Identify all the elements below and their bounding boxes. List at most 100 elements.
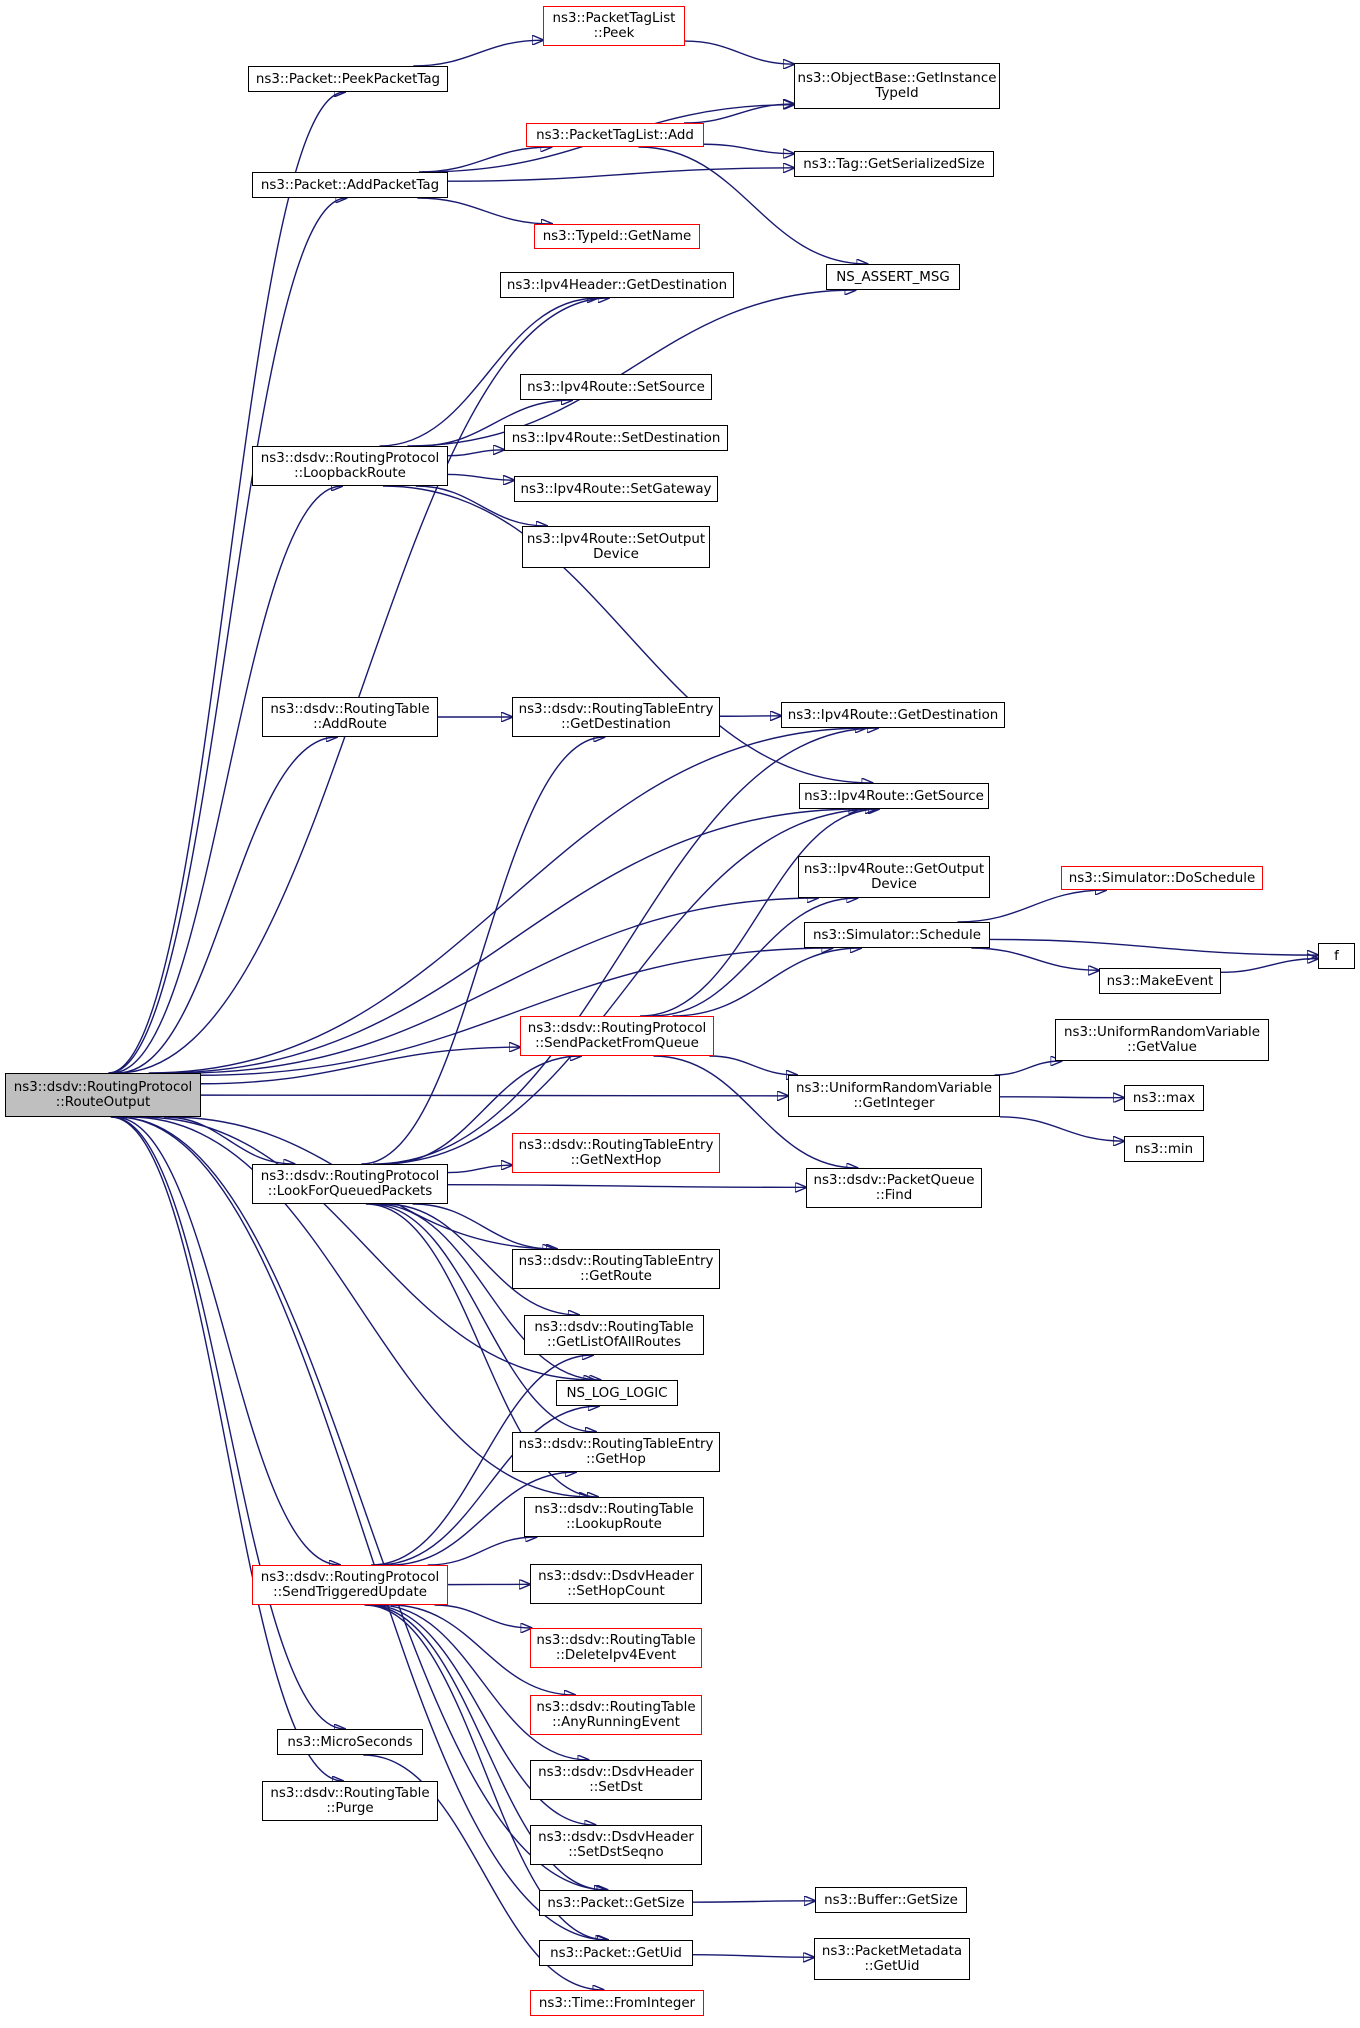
node-buf-get-size[interactable]: ns3::Buffer::GetSize <box>815 1887 967 1913</box>
node-label: ::Purge <box>326 1801 373 1816</box>
node-label: ::SendPacketFromQueue <box>535 1036 699 1051</box>
node-ns-assert-msg[interactable]: NS_ASSERT_MSG <box>826 264 960 290</box>
node-label: ns3::dsdv::RoutingTableEntry <box>519 1254 714 1269</box>
node-hdr-set-dst-seqno[interactable]: ns3::dsdv::DsdvHeader::SetDstSeqno <box>530 1825 702 1865</box>
node-label: ns3::Ipv4Route::GetSource <box>804 789 984 804</box>
node-route-get-src[interactable]: ns3::Ipv4Route::GetSource <box>799 783 989 809</box>
node-min[interactable]: ns3::min <box>1124 1136 1204 1162</box>
node-label: ns3::Ipv4Route::SetDestination <box>512 431 721 446</box>
node-tag-get-ser-size[interactable]: ns3::Tag::GetSerializedSize <box>794 151 994 177</box>
call-edge-sim-schedule-to-make-event <box>971 948 1099 970</box>
node-sim-do-schedule[interactable]: ns3::Simulator::DoSchedule <box>1061 866 1263 890</box>
node-label: ns3::Ipv4Route::GetOutput <box>804 862 984 877</box>
call-edge-root-to-urv-get-integer <box>201 1095 788 1096</box>
node-label: ns3::Simulator::Schedule <box>813 928 981 943</box>
node-rt-purge[interactable]: ns3::dsdv::RoutingTable::Purge <box>262 1781 438 1821</box>
node-ptl-peek[interactable]: ns3::PacketTagList::Peek <box>543 6 685 46</box>
node-label: ns3::TypeId::GetName <box>543 229 692 244</box>
call-edge-urv-get-integer-to-max <box>1000 1097 1124 1098</box>
node-rt-delete-ipv4-event[interactable]: ns3::dsdv::RoutingTable::DeleteIpv4Event <box>530 1628 702 1668</box>
node-send-pkt-from-queue[interactable]: ns3::dsdv::RoutingProtocol::SendPacketFr… <box>520 1016 714 1056</box>
node-label: ns3::Simulator::DoSchedule <box>1069 871 1255 886</box>
node-route-get-dst[interactable]: ns3::Ipv4Route::GetDestination <box>781 702 1005 728</box>
node-pkt-get-uid[interactable]: ns3::Packet::GetUid <box>539 1940 693 1966</box>
node-label: ns3::dsdv::RoutingTableEntry <box>519 1437 714 1452</box>
call-edge-send-triggered-to-rt-delete-ipv4-event <box>434 1605 531 1628</box>
node-hdr-set-hop-count[interactable]: ns3::dsdv::DsdvHeader::SetHopCount <box>530 1564 702 1604</box>
node-rte-get-hop[interactable]: ns3::dsdv::RoutingTableEntry::GetHop <box>512 1432 720 1472</box>
node-label: ::Peek <box>594 26 635 41</box>
call-edge-sim-schedule-to-f <box>990 939 1318 955</box>
node-f[interactable]: f <box>1318 943 1355 969</box>
node-label: ns3::Time::FromInteger <box>539 1996 695 2011</box>
node-hdr-set-dst[interactable]: ns3::dsdv::DsdvHeader::SetDst <box>530 1760 702 1800</box>
node-ptl-add[interactable]: ns3::PacketTagList::Add <box>526 123 704 147</box>
node-label: Device <box>593 547 639 562</box>
node-time-from-integer[interactable]: ns3::Time::FromInteger <box>530 1990 704 2016</box>
node-look-for-queued[interactable]: ns3::dsdv::RoutingProtocol::LookForQueue… <box>252 1164 448 1204</box>
node-rt-add-route[interactable]: ns3::dsdv::RoutingTable::AddRoute <box>262 697 438 737</box>
node-label: ns3::Tag::GetSerializedSize <box>803 157 984 172</box>
node-sim-schedule[interactable]: ns3::Simulator::Schedule <box>804 922 990 948</box>
call-edge-root-to-add-packet-tag <box>109 198 347 1073</box>
node-send-triggered[interactable]: ns3::dsdv::RoutingProtocol::SendTriggere… <box>252 1565 448 1605</box>
node-label: ns3::PacketTagList <box>553 11 676 26</box>
node-label: ns3::MicroSeconds <box>287 1735 412 1750</box>
call-edge-urv-get-integer-to-urv-get-value <box>995 1061 1062 1075</box>
node-label: ns3::dsdv::DsdvHeader <box>538 1765 694 1780</box>
node-label: ns3::dsdv::RoutingTable <box>536 1633 695 1648</box>
node-loopback-route[interactable]: ns3::dsdv::RoutingProtocol::LoopbackRout… <box>252 446 448 486</box>
node-rt-get-list-all[interactable]: ns3::dsdv::RoutingTable::GetListOfAllRou… <box>524 1315 704 1355</box>
node-label: ns3::UniformRandomVariable <box>796 1081 992 1096</box>
call-edge-add-packet-tag-to-tag-get-ser-size <box>448 168 794 181</box>
node-label: ns3::min <box>1135 1142 1193 1157</box>
node-label: f <box>1334 949 1339 964</box>
node-rt-lookup-route[interactable]: ns3::dsdv::RoutingTable::LookupRoute <box>524 1497 704 1537</box>
node-pkt-get-size[interactable]: ns3::Packet::GetSize <box>539 1890 693 1916</box>
node-urv-get-value[interactable]: ns3::UniformRandomVariable::GetValue <box>1055 1019 1269 1061</box>
node-route-set-source[interactable]: ns3::Ipv4Route::SetSource <box>520 374 712 400</box>
node-label: ns3::dsdv::RoutingTable <box>270 1786 429 1801</box>
node-add-packet-tag[interactable]: ns3::Packet::AddPacketTag <box>252 172 448 198</box>
call-edge-root-to-loopback-route <box>112 486 343 1073</box>
call-edge-root-to-rt-purge <box>111 1117 343 1781</box>
node-rt-any-running[interactable]: ns3::dsdv::RoutingTable::AnyRunningEvent <box>530 1695 702 1735</box>
node-make-event[interactable]: ns3::MakeEvent <box>1099 968 1221 994</box>
focus-node: ns3::dsdv::RoutingProtocol::RouteOutput <box>5 1073 201 1117</box>
node-label: ::GetInteger <box>853 1096 934 1111</box>
node-label: ::GetNextHop <box>571 1153 662 1168</box>
node-label: ::Find <box>876 1188 912 1203</box>
node-label: ns3::dsdv::RoutingProtocol <box>261 1570 440 1585</box>
node-label: ns3::dsdv::RoutingTable <box>534 1502 693 1517</box>
node-label: ::GetHop <box>586 1452 646 1467</box>
node-rte-get-route[interactable]: ns3::dsdv::RoutingTableEntry::GetRoute <box>512 1249 720 1289</box>
node-route-set-gw[interactable]: ns3::Ipv4Route::SetGateway <box>514 476 718 502</box>
call-edge-pkt-get-uid-to-pm-get-uid <box>693 1955 814 1958</box>
node-type-id-get-name[interactable]: ns3::TypeId::GetName <box>534 224 700 249</box>
node-pm-get-uid[interactable]: ns3::PacketMetadata::GetUid <box>814 1938 970 1980</box>
node-pq-find[interactable]: ns3::dsdv::PacketQueue::Find <box>806 1168 982 1208</box>
node-rte-get-dst[interactable]: ns3::dsdv::RoutingTableEntry::GetDestina… <box>512 697 720 737</box>
node-max[interactable]: ns3::max <box>1124 1085 1204 1111</box>
node-ns-log-logic[interactable]: NS_LOG_LOGIC <box>556 1380 678 1406</box>
node-urv-get-integer[interactable]: ns3::UniformRandomVariable::GetInteger <box>788 1075 1000 1117</box>
node-peek-packet-tag[interactable]: ns3::Packet::PeekPacketTag <box>248 66 448 92</box>
call-edge-send-pkt-from-queue-to-route-get-out-dev <box>652 898 858 1016</box>
call-edge-ptl-peek-to-obj-get-instance <box>685 41 794 64</box>
node-micro-seconds[interactable]: ns3::MicroSeconds <box>277 1729 423 1755</box>
node-ipv4hdr-get-dst[interactable]: ns3::Ipv4Header::GetDestination <box>500 272 734 298</box>
node-label: ::LoopbackRoute <box>294 466 406 481</box>
call-edge-add-packet-tag-to-type-id-get-name <box>417 198 552 224</box>
call-edge-ptl-add-to-tag-get-ser-size <box>704 144 794 153</box>
node-rte-get-next-hop[interactable]: ns3::dsdv::RoutingTableEntry::GetNextHop <box>512 1133 720 1173</box>
node-label: ns3::dsdv::RoutingProtocol <box>261 451 440 466</box>
node-route-set-dst[interactable]: ns3::Ipv4Route::SetDestination <box>504 425 728 451</box>
node-label: ::SetHopCount <box>567 1584 665 1599</box>
node-label: ns3::max <box>1133 1091 1195 1106</box>
node-label: ns3::Packet::AddPacketTag <box>261 178 439 193</box>
call-edge-look-for-queued-to-rte-get-next-hop <box>448 1165 512 1172</box>
node-label: ns3::dsdv::DsdvHeader <box>538 1830 694 1845</box>
